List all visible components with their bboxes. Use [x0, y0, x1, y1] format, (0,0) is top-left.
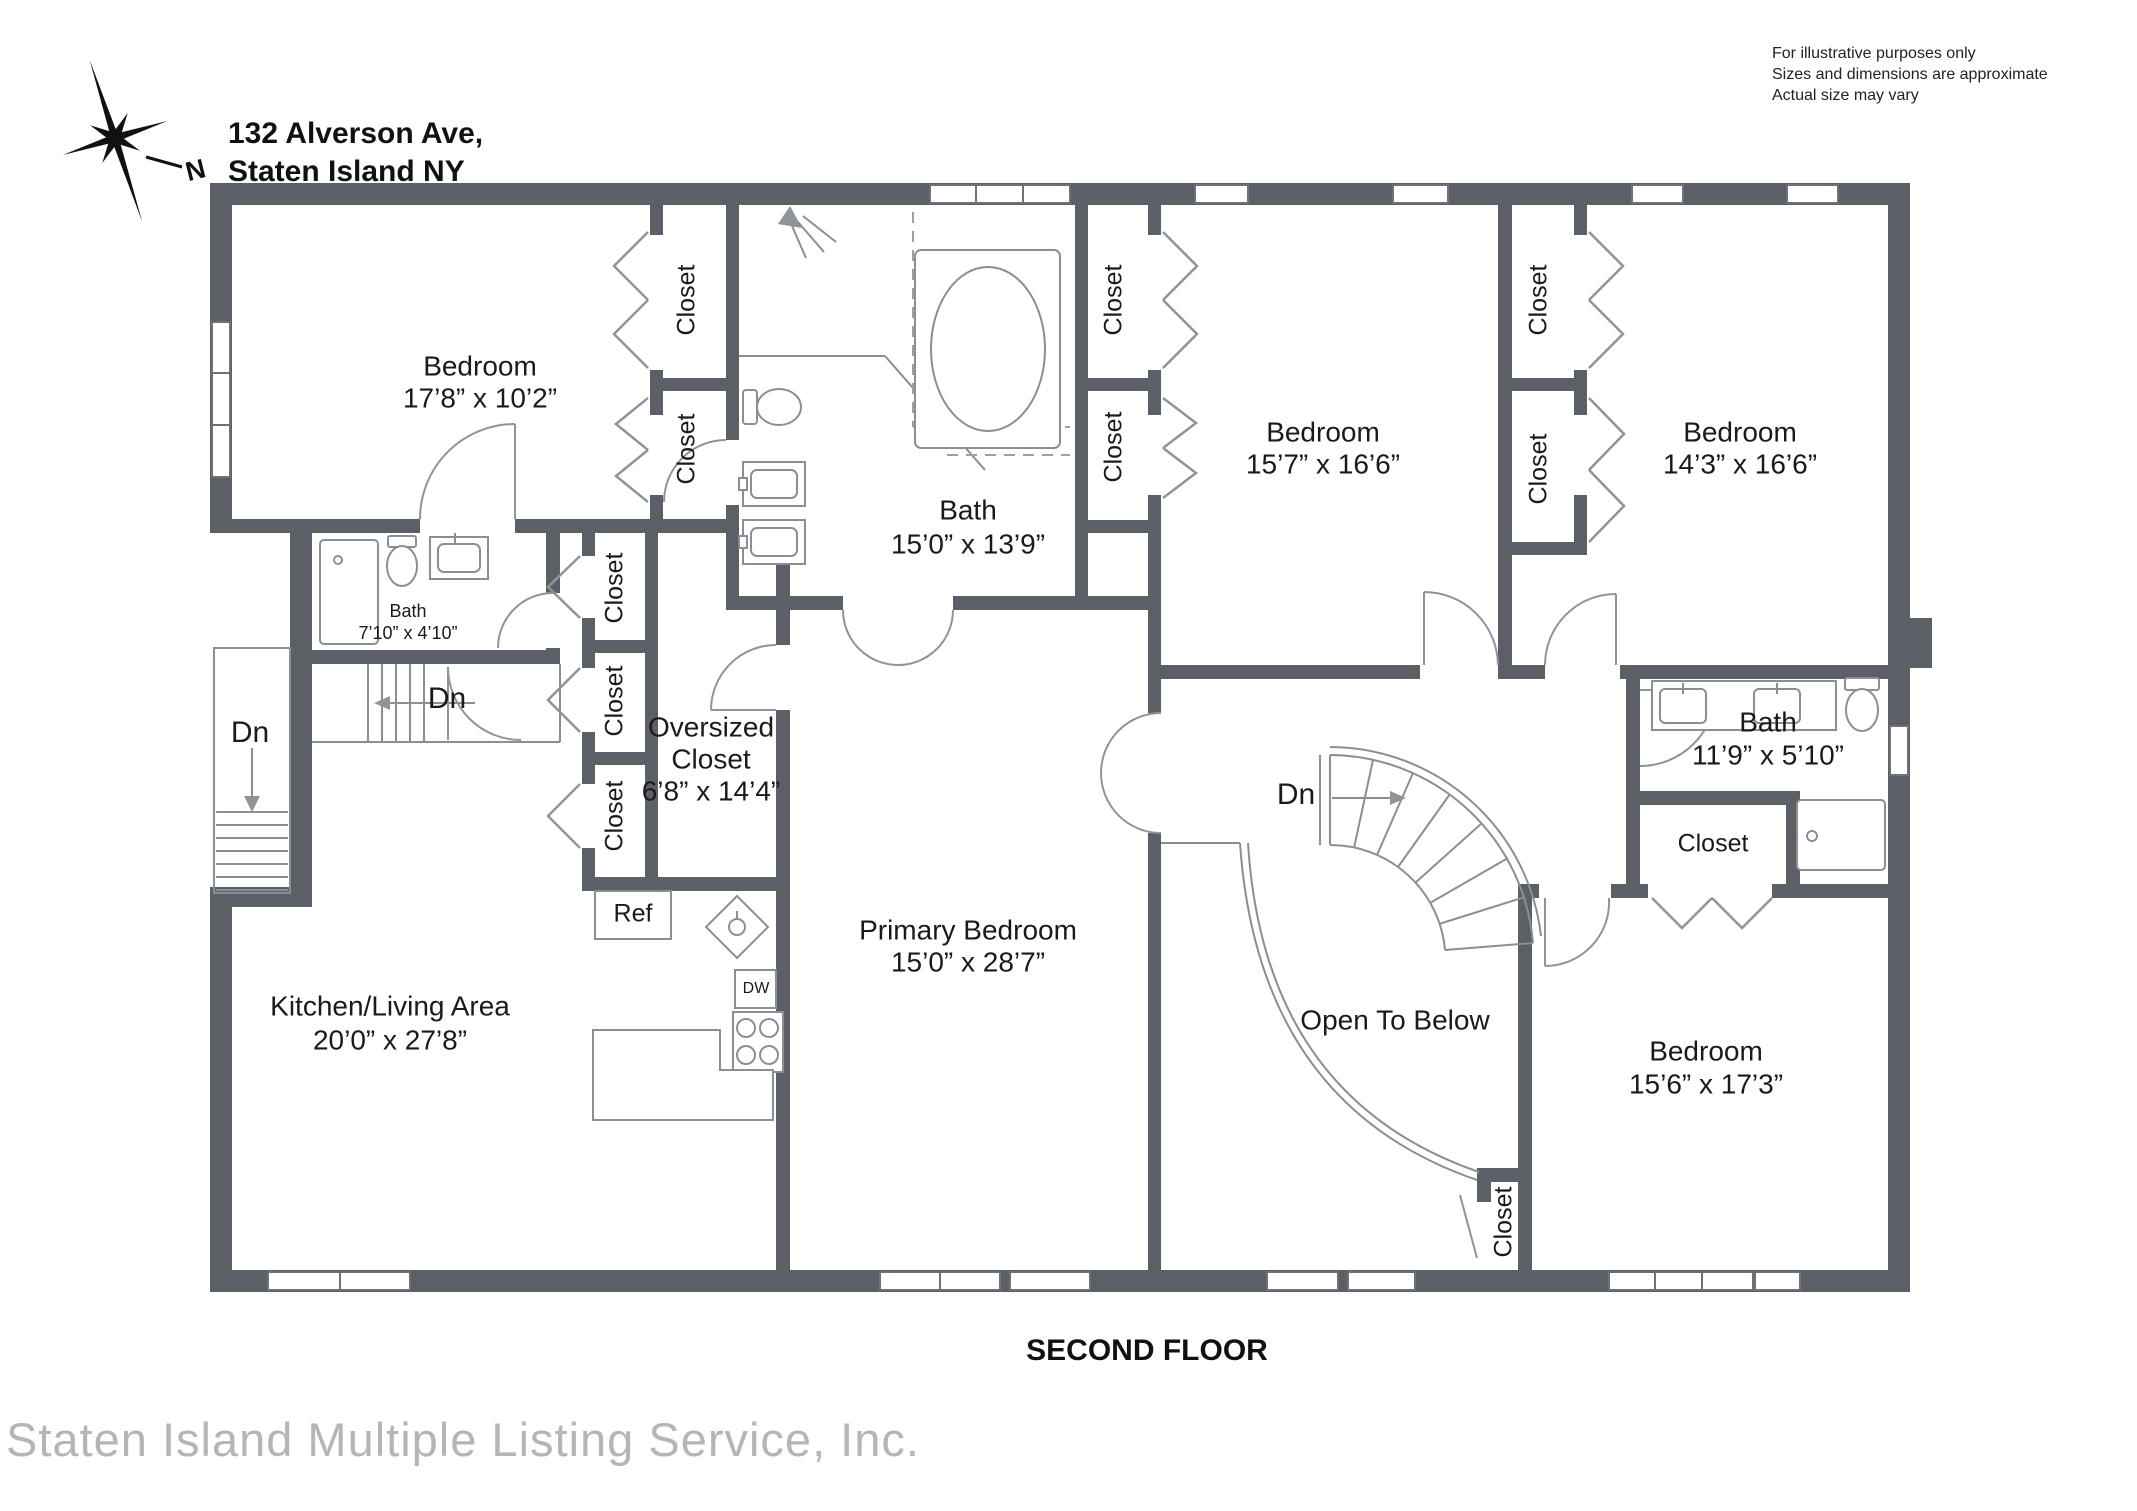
closet-label-a1: Closet [673, 265, 701, 336]
bedroom-top-left-dims: 17’8” x 10’2” [403, 382, 557, 413]
curved-stairs [1319, 746, 1542, 951]
closet-label-hall3: Closet [601, 781, 629, 852]
dishwasher [734, 969, 777, 1009]
closet-label-c2: Closet [1525, 434, 1553, 505]
bath-main-dims: 15’0” x 13’9” [891, 528, 1045, 559]
bath-main-name: Bath [939, 494, 997, 525]
oversized-closet-line1: Oversized [648, 711, 774, 742]
wall-segments [210, 183, 1932, 1292]
bedroom-top-middle-name: Bedroom [1266, 416, 1380, 447]
address-line2: Staten Island NY [228, 155, 465, 188]
floor-caption: SECOND FLOOR [1026, 1334, 1268, 1367]
refrigerator [594, 890, 672, 940]
dn-label-curved: Dn [1277, 778, 1315, 811]
kitchen-living-dims: 20’0” x 27’8” [313, 1024, 467, 1055]
ref-label: Ref [614, 900, 653, 928]
open-to-below-label: Open To Below [1300, 1004, 1490, 1035]
closet-label-hall2: Closet [601, 666, 629, 737]
dw-label: DW [743, 980, 771, 997]
bath-small-dims: 7’10” x 4’10” [358, 623, 457, 643]
disclaimer-line2: Sizes and dimensions are approximate [1772, 66, 2048, 83]
kitchen-living-name: Kitchen/Living Area [270, 990, 510, 1021]
kitchen-fixtures [592, 890, 784, 1121]
right-bath-fixtures [1651, 677, 1886, 871]
closet-bifold-icons [546, 231, 1773, 930]
stair-labels: Dn Dn Dn [231, 682, 1315, 811]
bedroom-bottom-right-dims: 15’6” x 17’3” [1629, 1068, 1783, 1099]
address-line1: 132 Alverson Ave, [228, 117, 483, 150]
dn-label-interior: Dn [428, 682, 466, 715]
disclaimer-line1: For illustrative purposes only [1772, 45, 1976, 62]
appliance-labels: Ref DW [614, 900, 771, 998]
closet-label-c1: Closet [1525, 265, 1553, 336]
small-bath-fixtures [319, 533, 489, 645]
bath-right-dims: 11’9” x 5’10” [1692, 739, 1844, 770]
oversized-closet-dims: 6’8” x 14’4” [642, 775, 781, 806]
dn-label-exterior: Dn [231, 716, 269, 749]
bath-right-name: Bath [1739, 706, 1797, 737]
bath-small-name: Bath [389, 601, 426, 621]
bedroom-top-right-name: Bedroom [1683, 416, 1797, 447]
shower-head-icon [778, 206, 837, 259]
oversized-closet-line2: Closet [671, 743, 751, 774]
windows [211, 184, 1909, 1291]
kitchen-counter [592, 1029, 774, 1121]
closet-label-b1: Closet [1100, 265, 1128, 336]
bedroom-top-middle-dims: 15’7” x 16’6” [1246, 448, 1400, 479]
compass-north-label: N [182, 153, 208, 187]
stove [732, 1011, 784, 1073]
primary-bedroom-dims: 15’0” x 28’7” [891, 946, 1045, 977]
disclaimer-line3: Actual size may vary [1772, 87, 1919, 104]
corner-sink [704, 894, 770, 960]
closet-label-bottom: Closet [1490, 1187, 1518, 1258]
open-to-below-railing [1161, 842, 1480, 1181]
closet-label-hall1: Closet [601, 553, 629, 624]
bedroom-top-right-dims: 14’3” x 16’6” [1663, 448, 1817, 479]
compass-rose-icon: N [62, 60, 209, 222]
main-bath-fixtures [738, 206, 1070, 565]
primary-bedroom-name: Primary Bedroom [859, 914, 1077, 945]
closet-label-b2: Closet [1100, 412, 1128, 483]
exterior-stairs [213, 647, 291, 894]
room-labels: Bedroom 17’8” x 10’2” Bath 15’0” x 13’9”… [270, 350, 1844, 1099]
bedroom-bottom-right-name: Bedroom [1649, 1035, 1763, 1066]
closet-label-right: Closet [1678, 830, 1749, 858]
watermark-text: Staten Island Multiple Listing Service, … [6, 1413, 920, 1466]
closet-label-a2: Closet [673, 414, 701, 485]
bedroom-top-left-name: Bedroom [423, 350, 537, 381]
interior-stairs [312, 664, 561, 743]
closet-labels: Closet Closet Closet Closet Closet Close… [601, 265, 1749, 1258]
